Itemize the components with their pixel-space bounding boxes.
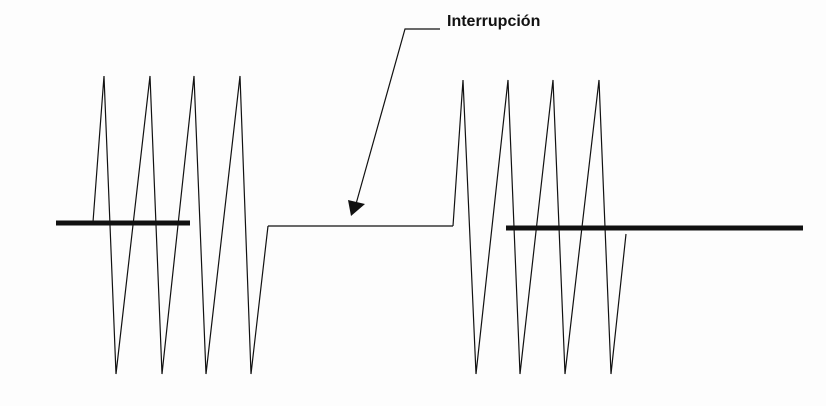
interruption-label: Interrupción — [447, 13, 540, 30]
annotation-leader-line — [355, 28, 440, 205]
arrowhead-icon — [348, 200, 365, 216]
